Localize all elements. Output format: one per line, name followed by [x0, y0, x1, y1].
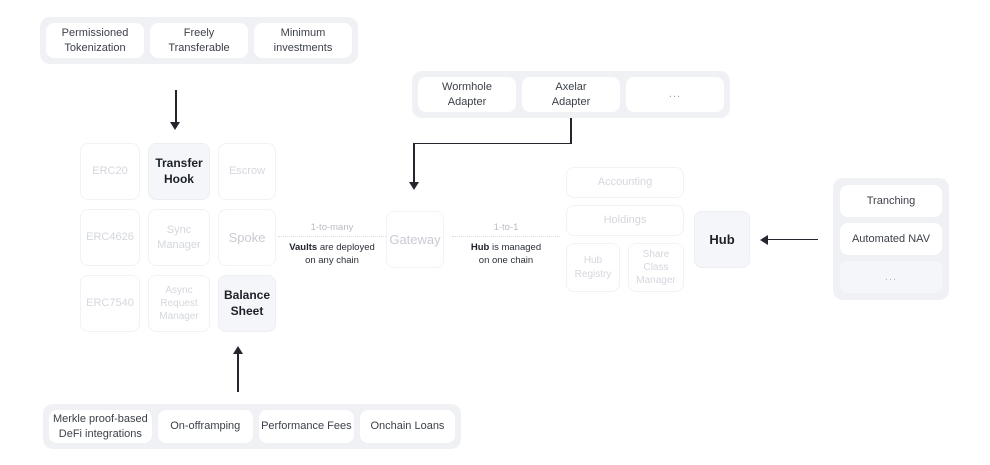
connector-one-to-one-note: Hub is managed on one chain [452, 242, 560, 268]
card-balance-sheet[interactable]: Balance Sheet [218, 275, 276, 332]
arrow-adapters-to-gateway-head [408, 182, 419, 190]
arrow-adapters-elbow-horizontal [413, 142, 571, 144]
arrow-adapters-elbow-riser [570, 118, 572, 144]
balance-sheet-features-group: Merkle proof-based DeFi integrations On-… [43, 404, 461, 449]
spoke-contracts-grid: ERC20 Transfer Hook Escrow ERC4626 Sync … [80, 143, 280, 337]
connector-one-to-one-note-rest: is managed [489, 242, 542, 254]
card-escrow[interactable]: Escrow [218, 143, 276, 200]
card-axelar-adapter[interactable]: Axelar Adapter [522, 77, 620, 112]
connector-one-to-one-note-strong: Hub [470, 242, 490, 254]
arrow-features-to-hub-head [760, 234, 768, 245]
hub-contracts-grid: Accounting Holdings Hub Registry Share C… [566, 167, 684, 292]
card-accounting[interactable]: Accounting [566, 167, 684, 198]
arrow-defi-features-to-balance-sheet-head [232, 346, 243, 354]
card-tranching[interactable]: Tranching [840, 185, 942, 217]
card-on-offramping[interactable]: On-offramping [157, 410, 253, 443]
connector-one-to-one: 1-to-1 Hub is managed on one chain [452, 222, 560, 268]
arrow-defi-features-to-balance-sheet-line [237, 354, 239, 392]
card-hub[interactable]: Hub [694, 211, 750, 268]
adapters-group: Wormhole Adapter Axelar Adapter ... [412, 71, 730, 118]
card-erc20[interactable]: ERC20 [80, 143, 140, 200]
card-gateway[interactable]: Gateway [386, 211, 444, 268]
connector-one-to-one-caption: 1-to-1 [493, 222, 519, 233]
connector-one-to-many-note-strong: Vaults [289, 242, 318, 254]
card-hub-features-more[interactable]: ... [840, 261, 942, 293]
card-permissioned-tokenization[interactable]: Permissioned Tokenization [46, 23, 144, 58]
card-transfer-hook[interactable]: Transfer Hook [148, 143, 210, 200]
arrow-tokenization-to-spoke-line [175, 90, 177, 124]
connector-one-to-many-dotted-line [278, 236, 386, 238]
card-hub-registry[interactable]: Hub Registry [566, 243, 620, 292]
arrow-adapters-elbow-drop [413, 142, 415, 185]
card-erc4626[interactable]: ERC4626 [80, 209, 140, 266]
arrow-features-to-hub-line [767, 238, 818, 240]
connector-one-to-many-note-rest: are deployed [317, 242, 375, 254]
card-erc7540[interactable]: ERC7540 [80, 275, 140, 332]
card-performance-fees[interactable]: Performance Fees [258, 410, 354, 443]
hub-features-group: Tranching Automated NAV ... [833, 178, 949, 300]
arrow-tokenization-to-spoke-head [170, 122, 180, 130]
card-onchain-loans[interactable]: Onchain Loans [359, 410, 455, 443]
card-automated-nav[interactable]: Automated NAV [840, 223, 942, 255]
connector-one-to-one-dotted-line [452, 236, 560, 238]
card-async-request-manager[interactable]: Async Request Manager [148, 275, 210, 332]
connector-one-to-many-note: Vaults are deployed on any chain [278, 242, 386, 268]
card-sync-manager[interactable]: Sync Manager [148, 209, 210, 266]
connector-one-to-many: 1-to-many Vaults are deployed on any cha… [278, 222, 386, 268]
card-spoke[interactable]: Spoke [218, 209, 276, 266]
card-wormhole-adapter[interactable]: Wormhole Adapter [418, 77, 516, 112]
tokenization-features-group: Permissioned Tokenization Freely Transfe… [40, 17, 358, 64]
connector-one-to-many-note-line2: on any chain [305, 255, 359, 267]
card-share-class-manager[interactable]: Share Class Manager [628, 243, 684, 292]
card-minimum-investments[interactable]: Minimum investments [254, 23, 352, 58]
card-holdings[interactable]: Holdings [566, 205, 684, 236]
card-merkle-defi-integrations[interactable]: Merkle proof-based DeFi integrations [49, 410, 152, 443]
connector-one-to-many-caption: 1-to-many [310, 222, 354, 233]
card-adapters-more[interactable]: ... [626, 77, 724, 112]
connector-one-to-one-note-line2: on one chain [478, 255, 534, 267]
card-freely-transferable[interactable]: Freely Transferable [150, 23, 248, 58]
